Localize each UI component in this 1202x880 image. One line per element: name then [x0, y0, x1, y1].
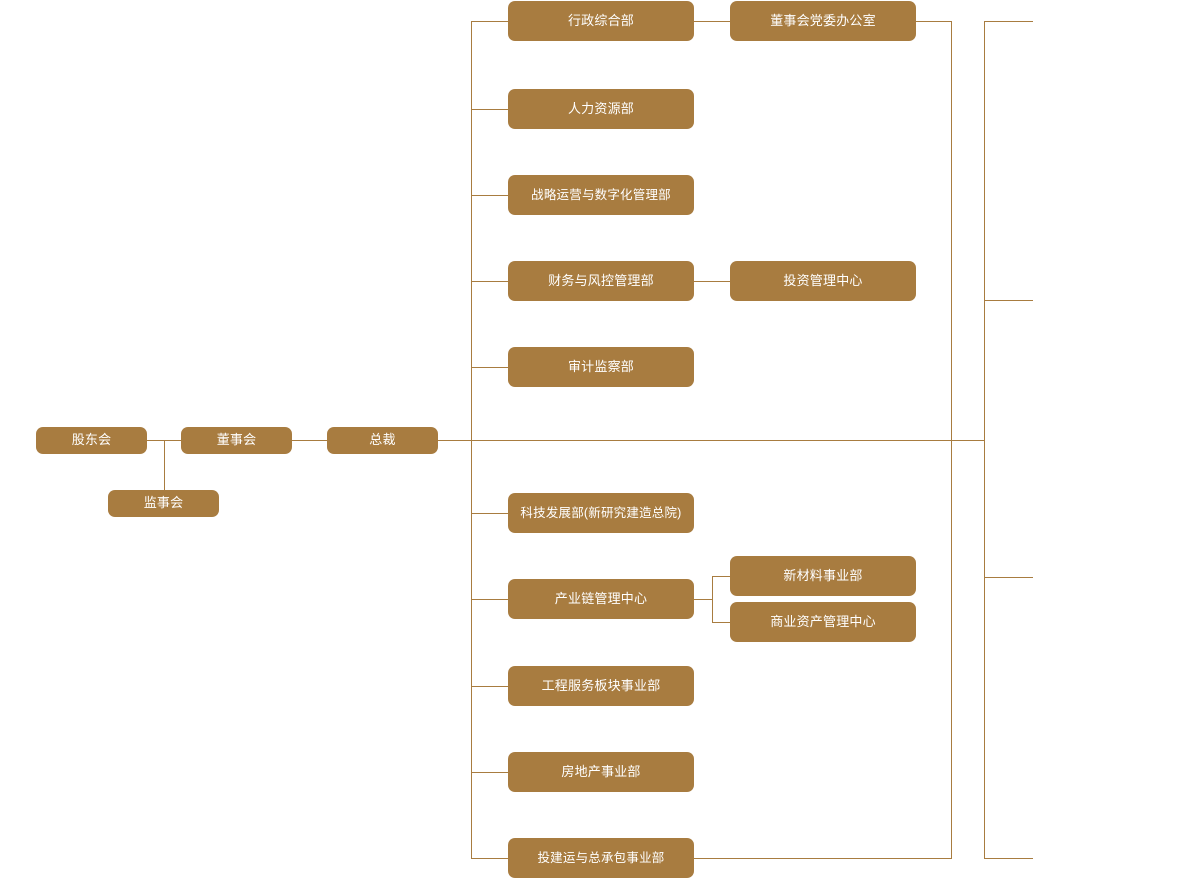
node-shareholders[interactable]: 股东会: [36, 427, 147, 454]
node-strategy[interactable]: 战略运营与数字化管理部: [508, 175, 694, 215]
connector-outer-bracket-stub-upper: [984, 300, 1033, 301]
connector-rail-audit: [471, 367, 508, 368]
node-real-estate[interactable]: 房地产事业部: [508, 752, 694, 792]
connector-rail-strategy: [471, 195, 508, 196]
connector-board-president: [292, 440, 327, 441]
connector-bus-commercial-assets: [712, 622, 730, 623]
node-audit[interactable]: 审计监察部: [508, 347, 694, 387]
connector-rail-finance: [471, 281, 508, 282]
connector-rail-invest-build-epc: [471, 858, 508, 859]
connector-outer-bracket-stub-lower: [984, 577, 1033, 578]
connector-outer-bracket-spine: [984, 21, 985, 859]
connector-inner-bracket-spine: [951, 21, 952, 859]
connector-industry-chain-bus: [712, 576, 713, 622]
connector-outer-bracket-stub-top: [984, 21, 1033, 22]
node-invest-build-epc[interactable]: 投建运与总承包事业部: [508, 838, 694, 878]
connector-president-spine: [438, 440, 984, 441]
connector-rail-tech: [471, 513, 508, 514]
connector-inner-bracket-top: [916, 21, 952, 22]
node-board-party-office[interactable]: 董事会党委办公室: [730, 1, 916, 41]
node-industry-chain[interactable]: 产业链管理中心: [508, 579, 694, 619]
connector-rail-hr: [471, 109, 508, 110]
connector-outer-bracket-stub-bottom: [984, 858, 1033, 859]
node-admin[interactable]: 行政综合部: [508, 1, 694, 41]
node-hr[interactable]: 人力资源部: [508, 89, 694, 129]
connector-supervisors-drop: [164, 440, 165, 490]
connector-bus-new-materials: [712, 576, 730, 577]
node-investment-center[interactable]: 投资管理中心: [730, 261, 916, 301]
connector-rail-engineering-services: [471, 686, 508, 687]
connector-department-rail: [471, 21, 472, 859]
node-supervisors[interactable]: 监事会: [108, 490, 219, 517]
connector-admin-party-office: [694, 21, 730, 22]
connector-rail-industry-chain: [471, 599, 508, 600]
connector-rail-admin: [471, 21, 508, 22]
connector-inner-bracket-bottom: [694, 858, 952, 859]
node-tech[interactable]: 科技发展部(新研究建造总院): [508, 493, 694, 533]
node-commercial-assets[interactable]: 商业资产管理中心: [730, 602, 916, 642]
node-finance[interactable]: 财务与风控管理部: [508, 261, 694, 301]
node-new-materials[interactable]: 新材料事业部: [730, 556, 916, 596]
connector-rail-real-estate: [471, 772, 508, 773]
node-board[interactable]: 董事会: [181, 427, 292, 454]
node-engineering-services[interactable]: 工程服务板块事业部: [508, 666, 694, 706]
node-president[interactable]: 总裁: [327, 427, 438, 454]
connector-finance-investment: [694, 281, 730, 282]
connector-industry-chain-stem: [694, 599, 712, 600]
